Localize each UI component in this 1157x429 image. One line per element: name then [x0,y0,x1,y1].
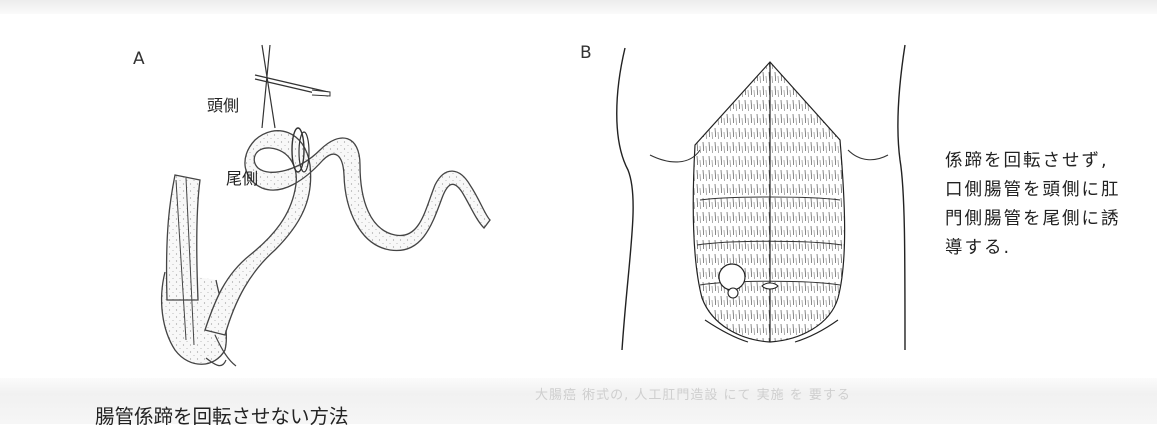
panel-letter-a: A [133,49,145,69]
description-line: 係蹄を回転させず, [945,147,1157,176]
figure-caption: 腸管係蹄を回転させない方法 [95,400,349,429]
small-intestine-drawing [205,128,490,366]
label-cranial: 頭側 [207,92,239,116]
panel-letter-b: B [580,43,592,63]
forceps-drawing [255,45,330,128]
description-line: 口側腸管を頭側に肛 [945,176,1157,205]
panel-b-description: 係蹄を回転させず, 口側腸管を頭側に肛 門側腸管を尾側に誘 導する. [945,147,1157,263]
label-caudal: 尾側 [226,165,258,189]
colon-drawing [162,175,227,366]
abdomen-drawing [617,45,905,350]
description-line: 門側腸管を尾側に誘 [945,205,1157,234]
description-line: 導する. [945,234,1157,263]
